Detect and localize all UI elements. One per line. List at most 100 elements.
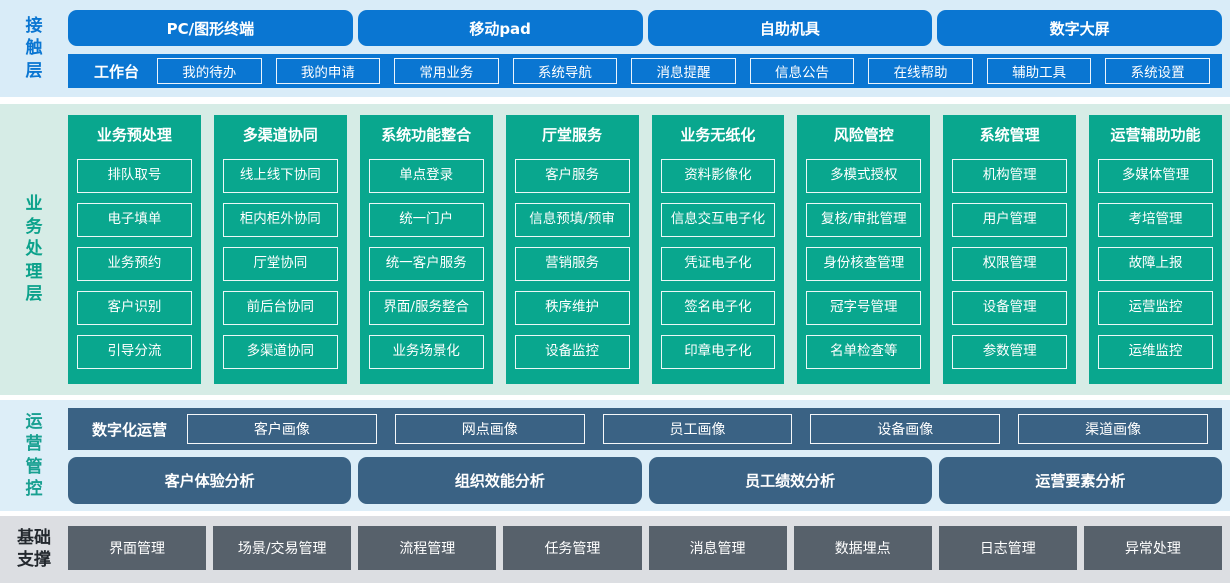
business-item: 凭证电子化 (660, 247, 776, 281)
business-item: 冠字号管理 (806, 291, 922, 325)
foundation-layer-band: 基础支撑 界面管理 场景/交易管理 流程管理 任务管理 消息管理 数据埋点 日志… (0, 516, 1230, 583)
analysis-operation-elements: 运营要素分析 (938, 457, 1222, 504)
business-item: 多渠道协同 (222, 335, 338, 369)
foundation-item-exception-handling: 异常处理 (1083, 526, 1222, 570)
foundation-item-message-mgmt: 消息管理 (648, 526, 787, 570)
contact-layer-content: PC/图形终端 移动pad 自助机具 数字大屏 工作台 我的待办 我的申请 常用… (68, 0, 1230, 97)
business-column-multichannel: 多渠道协同 线上线下协同 柜内柜外协同 厅堂协同 前后台协同 多渠道协同 (213, 115, 347, 384)
foundation-item-scene-transaction-mgmt: 场景/交易管理 (213, 526, 352, 570)
business-item: 界面/服务整合 (368, 291, 484, 325)
workbench-bar: 工作台 我的待办 我的申请 常用业务 系统导航 消息提醒 信息公告 在线帮助 辅… (68, 54, 1222, 88)
business-item: 统一门户 (368, 203, 484, 237)
business-column-title: 厅堂服务 (542, 126, 603, 144)
business-item: 身份核查管理 (806, 247, 922, 281)
foundation-items-row: 界面管理 场景/交易管理 流程管理 任务管理 消息管理 数据埋点 日志管理 异常… (68, 516, 1230, 583)
workbench-chip-my-todo: 我的待办 (157, 58, 262, 84)
workbench-chip-message-reminder: 消息提醒 (631, 58, 736, 84)
workbench-chip-info-announcement: 信息公告 (749, 58, 855, 84)
business-item: 信息交互电子化 (660, 203, 776, 237)
business-item: 机构管理 (952, 159, 1068, 193)
business-column-title: 系统管理 (979, 126, 1040, 144)
business-item: 多模式授权 (806, 159, 922, 193)
business-item: 厅堂协同 (222, 247, 338, 281)
operations-layer-band: 运营管控 数字化运营 客户画像 网点画像 员工画像 设备画像 渠道画像 客户体验… (0, 400, 1230, 511)
workbench-chip-common-business: 常用业务 (394, 58, 499, 84)
workbench-chip-online-help: 在线帮助 (868, 58, 973, 84)
analysis-row: 客户体验分析 组织效能分析 员工绩效分析 运营要素分析 (68, 457, 1222, 504)
business-item: 统一客户服务 (368, 247, 484, 281)
business-layer-band: 业务处理层 业务预处理 排队取号 电子填单 业务预约 客户识别 引导分流 多渠道… (0, 104, 1230, 395)
business-item: 设备管理 (952, 291, 1068, 325)
business-column-ops-auxiliary: 运营辅助功能 多媒体管理 考培管理 故障上报 运营监控 运维监控 (1089, 115, 1222, 384)
digital-operations-bar: 数字化运营 客户画像 网点画像 员工画像 设备画像 渠道画像 (68, 408, 1222, 450)
channel-row: PC/图形终端 移动pad 自助机具 数字大屏 (68, 10, 1222, 46)
operations-layer-content: 数字化运营 客户画像 网点画像 员工画像 设备画像 渠道画像 客户体验分析 组织… (68, 400, 1230, 511)
channel-self-service: 自助机具 (647, 10, 933, 46)
business-item: 用户管理 (952, 203, 1068, 237)
business-item: 签名电子化 (660, 291, 776, 325)
business-item: 前后台协同 (222, 291, 338, 325)
foundation-item-interface-mgmt: 界面管理 (68, 526, 207, 570)
business-item: 权限管理 (952, 247, 1068, 281)
channel-mobile-pad: 移动pad (357, 10, 643, 46)
business-item: 多媒体管理 (1098, 159, 1213, 193)
business-item: 信息预填/预审 (514, 203, 630, 237)
business-item: 柜内柜外协同 (222, 203, 338, 237)
channel-digital-screen: 数字大屏 (937, 10, 1222, 46)
foundation-item-log-mgmt: 日志管理 (938, 526, 1077, 570)
business-item: 营销服务 (514, 247, 630, 281)
business-item: 排队取号 (77, 159, 192, 193)
analysis-customer-experience: 客户体验分析 (68, 457, 352, 504)
business-layer-label: 业务处理层 (25, 194, 43, 305)
ops-chip-channel-portrait: 渠道画像 (1018, 414, 1208, 444)
business-column-preprocessing: 业务预处理 排队取号 电子填单 业务预约 客户识别 引导分流 (68, 115, 201, 384)
workbench-chip-system-settings: 系统设置 (1105, 58, 1210, 84)
business-item: 设备监控 (514, 335, 630, 369)
business-item: 线上线下协同 (222, 159, 338, 193)
business-column-title: 风险管控 (833, 126, 894, 144)
contact-layer-label-col: 接触层 (0, 0, 68, 97)
business-item: 引导分流 (77, 335, 192, 369)
business-item: 复核/审批管理 (806, 203, 922, 237)
business-item: 运营监控 (1098, 291, 1213, 325)
business-item: 客户识别 (77, 291, 192, 325)
business-item: 名单检查等 (806, 335, 922, 369)
foundation-layer-label-col: 基础支撑 (0, 516, 68, 583)
ops-chip-device-portrait: 设备画像 (810, 414, 1001, 444)
business-layer-label-col: 业务处理层 (0, 104, 68, 395)
business-item: 运维监控 (1098, 335, 1213, 369)
ops-chip-employee-portrait: 员工画像 (602, 414, 793, 444)
channel-pc-terminal: PC/图形终端 (68, 10, 353, 46)
business-column-title: 系统功能整合 (381, 126, 472, 144)
business-column-title: 多渠道协同 (242, 126, 318, 144)
business-column-title: 运营辅助功能 (1110, 126, 1201, 144)
business-item: 资料影像化 (660, 159, 776, 193)
contact-layer-band: 接触层 PC/图形终端 移动pad 自助机具 数字大屏 工作台 我的待办 我的申… (0, 0, 1230, 97)
ops-chip-branch-portrait: 网点画像 (394, 414, 585, 444)
operations-layer-label: 运营管控 (25, 411, 43, 499)
business-columns: 业务预处理 排队取号 电子填单 业务预约 客户识别 引导分流 多渠道协同 线上线… (68, 104, 1230, 395)
business-item: 电子填单 (77, 203, 192, 237)
ops-chip-customer-portrait: 客户画像 (187, 414, 377, 444)
workbench-chip-my-applications: 我的申请 (275, 58, 381, 84)
business-item: 印章电子化 (660, 335, 776, 369)
workbench-label: 工作台 (94, 62, 140, 81)
analysis-org-efficiency: 组织效能分析 (358, 457, 642, 504)
workbench-chip-auxiliary-tools: 辅助工具 (986, 58, 1092, 84)
business-column-risk-control: 风险管控 多模式授权 复核/审批管理 身份核查管理 冠字号管理 名单检查等 (797, 115, 931, 384)
business-column-title: 业务预处理 (96, 126, 172, 144)
business-item: 业务预约 (77, 247, 192, 281)
foundation-layer-label: 基础支撑 (17, 528, 51, 570)
business-item: 单点登录 (368, 159, 484, 193)
business-item: 业务场景化 (368, 335, 484, 369)
foundation-item-task-mgmt: 任务管理 (503, 526, 642, 570)
analysis-employee-performance: 员工绩效分析 (648, 457, 932, 504)
business-item: 秩序维护 (514, 291, 630, 325)
business-column-title: 业务无纸化 (680, 126, 756, 144)
business-item: 故障上报 (1098, 247, 1213, 281)
business-column-lobby-service: 厅堂服务 客户服务 信息预填/预审 营销服务 秩序维护 设备监控 (505, 115, 639, 384)
business-item: 参数管理 (952, 335, 1068, 369)
business-column-integration: 系统功能整合 单点登录 统一门户 统一客户服务 界面/服务整合 业务场景化 (359, 115, 493, 384)
workbench-chip-system-navigation: 系统导航 (512, 58, 618, 84)
